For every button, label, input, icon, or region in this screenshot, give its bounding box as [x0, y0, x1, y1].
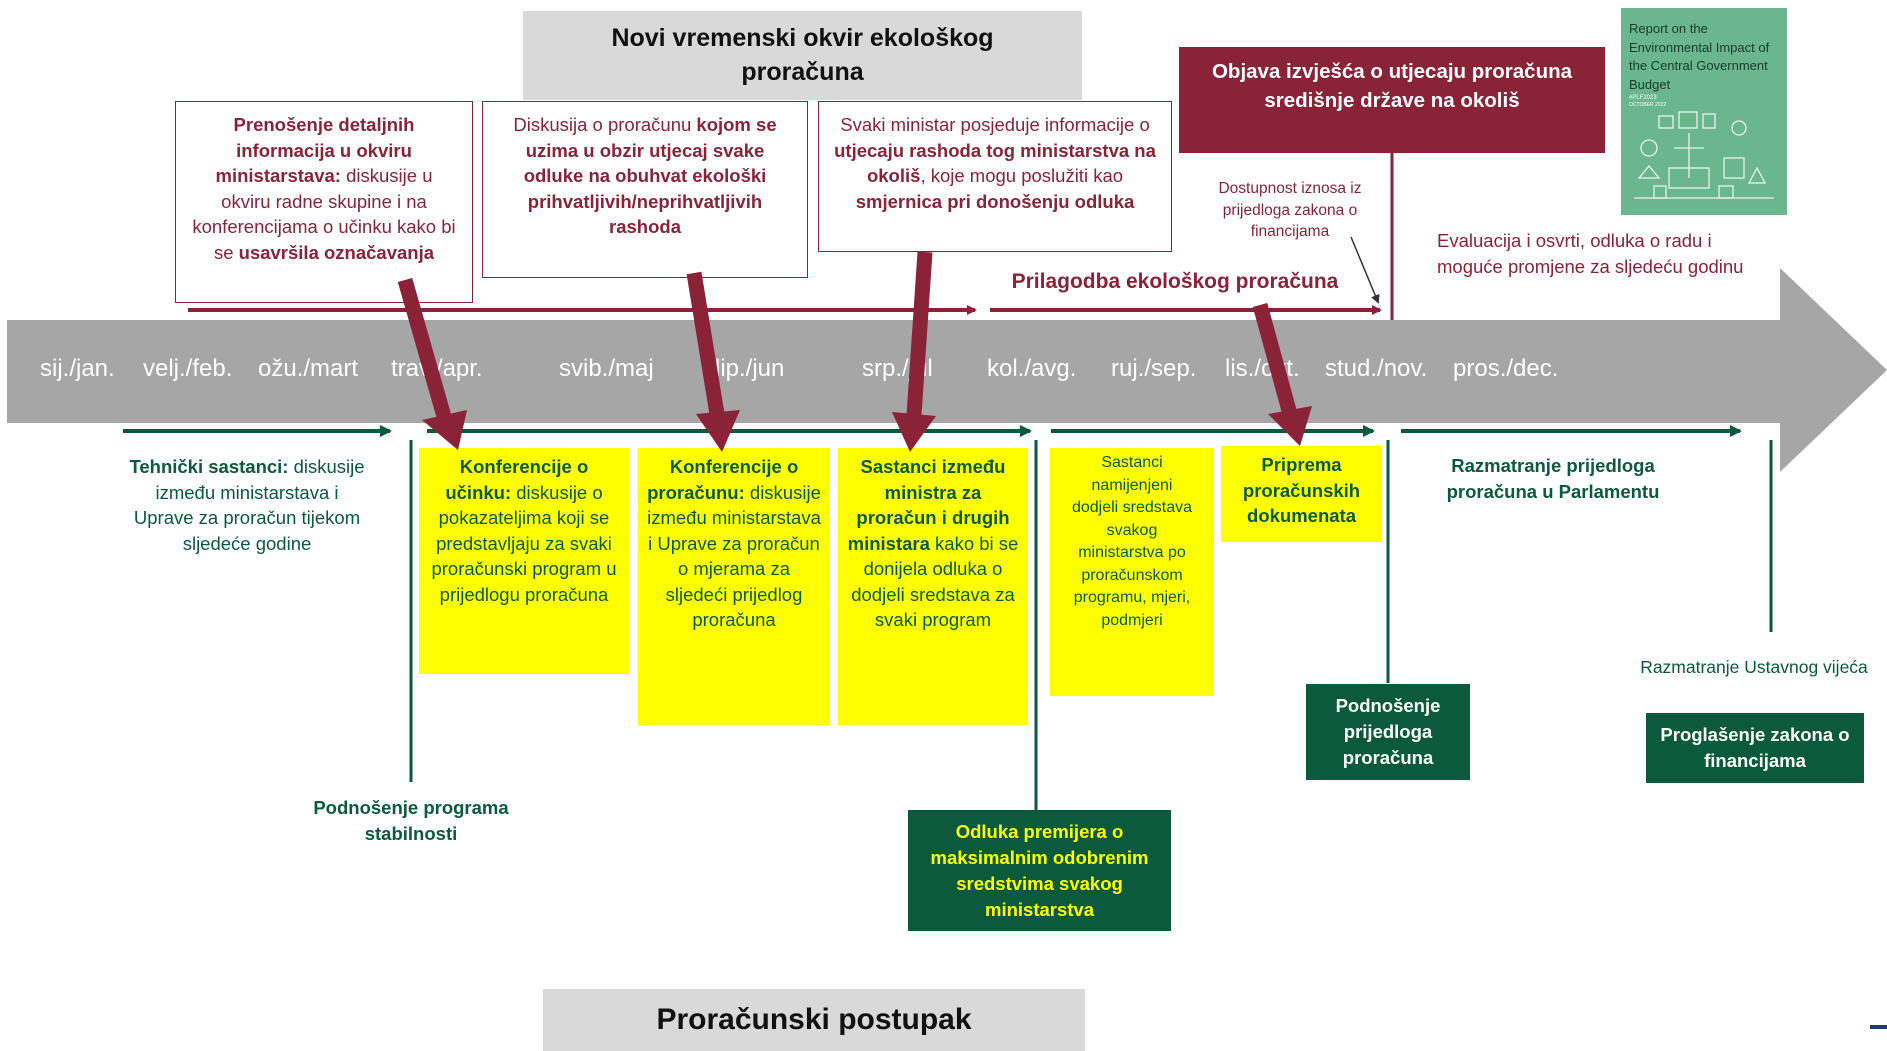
minister-info-bold1: utjecaju rashoda tog ministarstva na oko… [834, 139, 1156, 187]
month-aug: kol./avg. [987, 355, 1077, 382]
minister-info-bold2: smjernica pri donošenju odluka [855, 190, 1135, 212]
stability-program: Podnošenje programa stabilnosti [313, 797, 509, 844]
publication-box: Objava izvješća o utjecaju proračuna sre… [1179, 47, 1605, 153]
info-transfer-bold2: usavršila označavanja [238, 241, 435, 263]
info-transfer-bold: Prenošenje detaljnih informacija u okvir… [215, 114, 415, 186]
technical-meetings: Tehnički sastanci: diskusije između mini… [125, 454, 369, 556]
budget-discussion-box: Diskusija o proračunu kojom se uzima u o… [482, 101, 808, 278]
month-mar: ožu./mart [258, 355, 359, 382]
adjustment-label: Prilagodba ekološkog proračuna [1011, 270, 1339, 293]
parliament-review: Razmatranje prijedloga proračuna u Parla… [1446, 455, 1660, 502]
constitutional-review: Razmatranje Ustavnog vijeća [1640, 657, 1868, 677]
minister-meetings-bold: Sastanci između ministra za proračun i d… [847, 456, 1010, 554]
availability-pointer [1350, 236, 1380, 304]
technical-meetings-bold: Tehnički sastanci: [129, 456, 289, 477]
evaluation-note: Evaluacija i osvrti, odluka o radu i mog… [1437, 230, 1744, 277]
report-cover-date: OCTOBER 2022 [1629, 102, 1667, 108]
allocation-meetings: Sastanci namijenjeni dodjeli sredstava s… [1050, 448, 1214, 696]
top-title: Novi vremenski okvir ekološkog proračuna [523, 11, 1082, 100]
report-cover: Report on the Environmental Impact of th… [1621, 8, 1787, 215]
performance-conferences-bold: Konferencije o učinku: [445, 456, 589, 503]
budget-discussion-text: Diskusija o proračunu [513, 114, 697, 135]
month-oct: lis./okt. [1225, 355, 1300, 382]
budget-submission-box: Podnošenje prijedloga proračuna [1306, 684, 1470, 780]
performance-conferences: Konferencije o učinku: diskusije o pokaz… [419, 448, 629, 674]
document-preparation: Priprema proračunskih dokumenata [1221, 446, 1382, 542]
bottom-title: Proračunski postupak [543, 989, 1085, 1051]
month-jul: srp./jul [862, 355, 933, 382]
timeline-arrow [7, 268, 1887, 472]
minister-info-box: Svaki ministar posjeduje informacije o u… [818, 101, 1172, 252]
technical-meetings-text: diskusije između ministarstava i Uprave … [133, 456, 365, 554]
report-cover-tag: #PLF2023 [1629, 95, 1657, 101]
month-sep: ruj./sep. [1111, 355, 1197, 382]
info-transfer-text: diskusije u okviru radne skupine i na ko… [192, 165, 456, 263]
pm-decision-box: Odluka premijera o maksimalnim odobrenim… [908, 810, 1171, 931]
month-apr: trav./apr. [391, 355, 483, 382]
minister-meetings-text: kako bi se donijela odluka o dodjeli sre… [851, 532, 1019, 631]
performance-conferences-text: diskusije o pokazateljima koji se predst… [431, 481, 617, 605]
month-jun: lip./jun [715, 355, 785, 382]
minister-meetings: Sastanci između ministra za proračun i d… [838, 448, 1028, 725]
month-dec: pros./dec. [1453, 355, 1559, 382]
promulgation-box: Proglašenje zakona o financijama [1646, 713, 1864, 783]
info-transfer-box: Prenošenje detaljnih informacija u okvir… [175, 101, 473, 303]
month-nov: stud./nov. [1325, 355, 1428, 382]
month-feb: velj./feb. [143, 355, 233, 382]
budget-conferences-text: diskusije između ministarstava i Uprave … [647, 481, 821, 631]
report-cover-title: Report on the Environmental Impact of th… [1629, 21, 1770, 92]
report-cover-illustration [1634, 111, 1774, 199]
month-jan: sij./jan. [40, 355, 115, 382]
month-may: svib./maj [559, 355, 654, 382]
minister-info-text2: , koje mogu poslužiti kao [920, 165, 1124, 186]
minister-info-text1: Svaki ministar posjeduje informacije o [840, 114, 1150, 135]
availability-note: Dostupnost iznosa iz prijedloga zakona o… [1218, 180, 1362, 240]
budget-discussion-bold: kojom se uzima u obzir utjecaj svake odl… [523, 114, 777, 237]
budget-conferences: Konferencije o proračunu: diskusije izme… [638, 448, 830, 725]
budget-conferences-bold: Konferencije o proračunu: [647, 456, 799, 503]
